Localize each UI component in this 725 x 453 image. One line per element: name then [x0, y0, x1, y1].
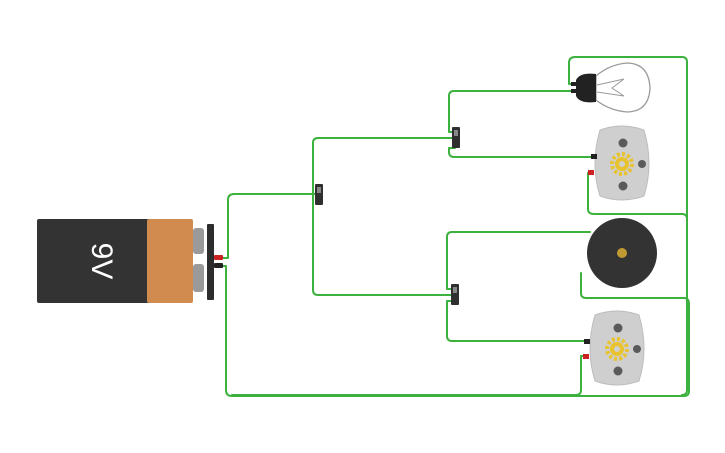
dc-motor-icon[interactable]	[583, 310, 645, 386]
motor-screw	[613, 366, 623, 376]
wire[interactable]	[568, 56, 688, 396]
bulb-lead[interactable]	[571, 89, 577, 93]
wire[interactable]	[446, 231, 591, 290]
motor-screw	[618, 181, 628, 191]
battery-label: 9V	[85, 243, 118, 280]
gear-icon	[605, 337, 629, 361]
slide-switch-upper[interactable]	[452, 127, 460, 148]
battery-lead-negative[interactable]	[214, 263, 223, 268]
light-bulb-icon[interactable]	[571, 62, 651, 113]
slide-switch-lower[interactable]	[451, 284, 459, 305]
battery-9v[interactable]: 9V	[37, 219, 223, 303]
battery-terminal-negative	[193, 264, 204, 292]
wire[interactable]	[587, 172, 688, 220]
switch-knob[interactable]	[454, 130, 458, 136]
wire[interactable]	[448, 90, 576, 133]
switch-knob[interactable]	[453, 287, 457, 293]
battery-snap	[207, 224, 214, 300]
bulb-base	[576, 73, 596, 103]
dc-motor-icon[interactable]	[588, 125, 650, 201]
wire[interactable]	[221, 265, 690, 397]
battery-body	[37, 219, 152, 303]
motor-screw	[633, 345, 641, 353]
motor-lead-black[interactable]	[591, 154, 597, 159]
wire[interactable]	[446, 300, 587, 342]
switch-knob[interactable]	[317, 187, 321, 193]
wire[interactable]	[221, 193, 319, 259]
motor-lead-red[interactable]	[583, 354, 589, 359]
wires	[221, 56, 690, 397]
wire[interactable]	[448, 147, 593, 158]
motor-lead-red[interactable]	[588, 170, 594, 175]
wire[interactable]	[312, 137, 456, 195]
piezo-buzzer-icon[interactable]	[587, 218, 657, 288]
buzzer-center	[617, 248, 627, 258]
gear-icon	[610, 152, 634, 176]
battery-terminal-positive	[193, 228, 204, 254]
wire[interactable]	[231, 355, 587, 396]
battery-cap	[147, 219, 193, 303]
bulb-filament	[596, 78, 625, 97]
motor-lead-black[interactable]	[584, 339, 590, 344]
wire[interactable]	[312, 193, 456, 296]
motor-screw	[618, 138, 628, 148]
battery-lead-positive[interactable]	[214, 255, 223, 260]
bulb-glass	[595, 62, 651, 113]
slide-switch-main[interactable]	[315, 184, 323, 205]
motor-screw	[613, 323, 623, 333]
bulb-lead[interactable]	[571, 82, 577, 86]
motor-screw	[638, 160, 646, 168]
